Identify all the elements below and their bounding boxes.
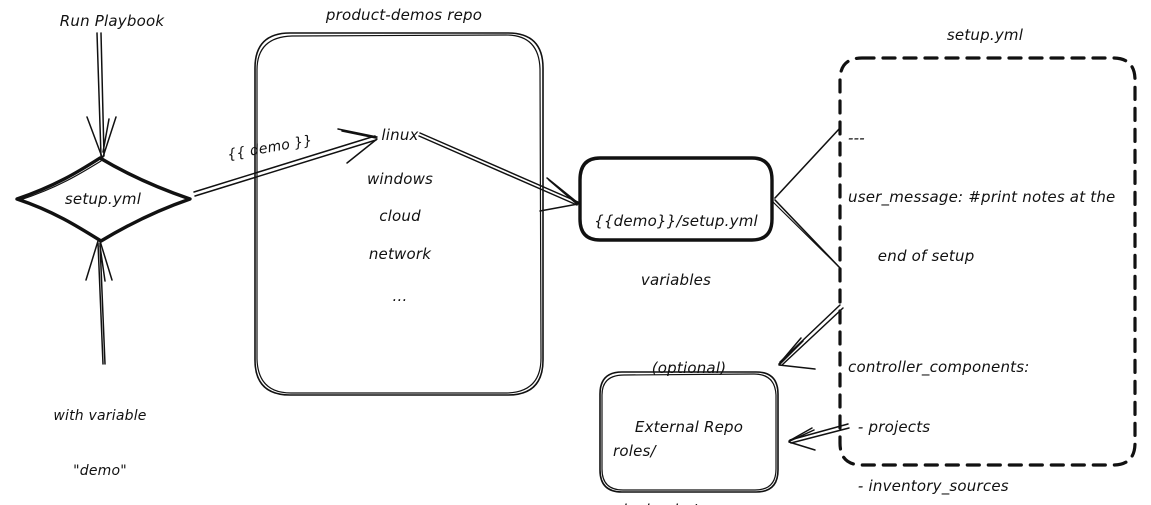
external-repo-items: roles/ playbooks/ ....: [613, 402, 773, 505]
label-external-repo-line1: (optional): [651, 358, 727, 377]
repo-item-cloud: cloud: [379, 207, 421, 225]
setup-yml-line-5: - projects: [848, 417, 931, 436]
label-edge-demo-variable: {{ demo }}: [226, 132, 314, 164]
edge-setupfile-to-variables-arrows: [772, 127, 841, 269]
label-with-variable-line2: "demo": [73, 463, 127, 480]
external-repo-item-playbooks: playbooks/: [613, 501, 773, 505]
repo-item-windows: windows: [366, 170, 434, 188]
edge-controller-job-templates-to-external-repo-arrow: [788, 423, 850, 451]
label-external-repo-line2: External Repo: [634, 417, 744, 436]
label-run-playbook: Run Playbook: [59, 12, 165, 30]
setup-yml-line-2: end of setup: [848, 247, 975, 266]
setup-yml-line-0: ---: [848, 128, 865, 147]
label-variables-line2: variables: [640, 270, 712, 289]
setup-yml-line-6: - inventory_sources: [848, 477, 1009, 496]
setup-yml-file-content: --- user_message: #print notes at the en…: [848, 89, 1138, 505]
label-product-demos-repo-title: product-demos repo: [325, 6, 483, 24]
setup-yml-line-4: controller_components:: [848, 358, 1030, 377]
setup-yml-line-1: user_message: #print notes at the: [848, 187, 1116, 206]
label-with-variable-line1: with variable: [53, 407, 147, 424]
edge-with-variable-arrow: [85, 240, 113, 365]
edge-controller-projects-to-external-repo-arrow: [778, 304, 844, 370]
external-repo-item-roles: roles/: [613, 441, 656, 460]
repo-item-linux: linux: [381, 126, 419, 144]
setup-yml-line-3: [848, 307, 1138, 319]
edge-run-playbook-arrow: [86, 32, 117, 158]
label-external-repo-title: (optional) External Repo: [609, 319, 769, 477]
label-decision-setup-yml: setup.yml: [64, 190, 142, 208]
repo-item-network: network: [368, 245, 432, 263]
repo-item-ellipsis: ...: [392, 287, 408, 305]
label-setup-yml-file-title: setup.yml: [946, 26, 1024, 44]
label-variables-line1: {{demo}}/setup.yml: [594, 211, 758, 230]
label-variables-box: {{demo}}/setup.yml variables: [584, 172, 768, 330]
label-with-variable: with variable "demo": [20, 370, 180, 505]
